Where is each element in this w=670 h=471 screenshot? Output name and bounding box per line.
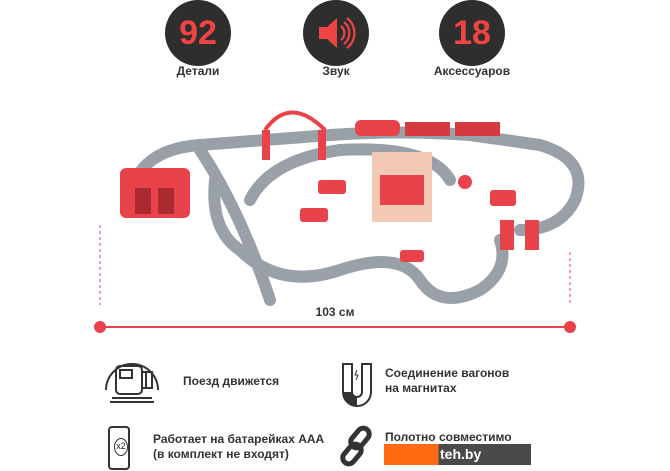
accessories-label: Аксессуаров: [433, 64, 511, 78]
speaker-icon: [319, 17, 356, 49]
feature-battery: Работает на батарейках AAA(в комплект не…: [153, 432, 324, 462]
dimension-dot-left: [94, 321, 106, 333]
watermark-text: teh.by: [440, 446, 482, 462]
feature-magnet-line1: Соединение вагонов: [385, 366, 510, 380]
parts-count-badge: 92: [165, 0, 231, 66]
sound-label: Звук: [322, 64, 350, 78]
feature-train-moves: Поезд движется: [183, 374, 280, 388]
feature-battery-line1: Работает на батарейках AAA: [153, 432, 325, 446]
dimension-line: [100, 326, 570, 328]
dimension-label: 103 см: [315, 305, 355, 319]
sound-badge: [303, 0, 369, 66]
accessories-count-badge: 18: [439, 0, 505, 66]
watermark-banner: teh.by: [384, 444, 531, 465]
feature-compatible: Полотно совместимо: [385, 430, 512, 444]
feature-magnet-line2: на магнитах: [385, 381, 457, 395]
magnet-icon: [342, 363, 372, 407]
battery-count: x2: [114, 438, 128, 456]
battery-icon: x2: [108, 426, 130, 470]
dimension-dot-right: [564, 321, 576, 333]
train-set-illustration: [99, 110, 585, 306]
train-icon: [105, 363, 159, 403]
link-icon: [340, 425, 372, 467]
feature-battery-line2: (в комплект не входят): [153, 447, 289, 461]
parts-label: Детали: [176, 64, 220, 78]
